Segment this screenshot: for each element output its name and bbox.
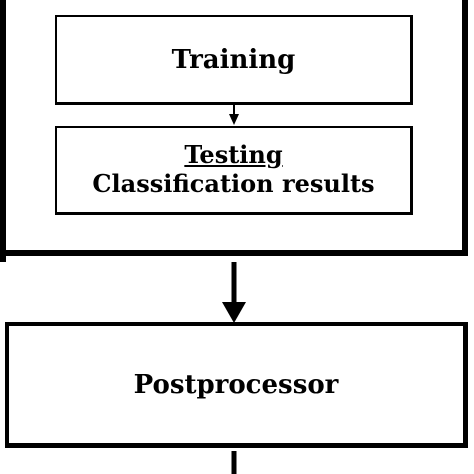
testing-node: Testing Classification results	[55, 126, 413, 215]
processing-group-frame	[0, 0, 468, 256]
training-node: Training	[55, 15, 413, 105]
classification-results-label: Classification results	[92, 169, 375, 198]
postprocessor-node: Postprocessor	[5, 322, 468, 448]
processing-group-frame-left-edge	[0, 0, 6, 262]
training-label: Training	[171, 44, 296, 75]
postprocessor-label: Postprocessor	[133, 369, 339, 400]
arrow-group-to-postprocessor	[222, 262, 246, 323]
testing-title: Testing	[184, 140, 283, 170]
